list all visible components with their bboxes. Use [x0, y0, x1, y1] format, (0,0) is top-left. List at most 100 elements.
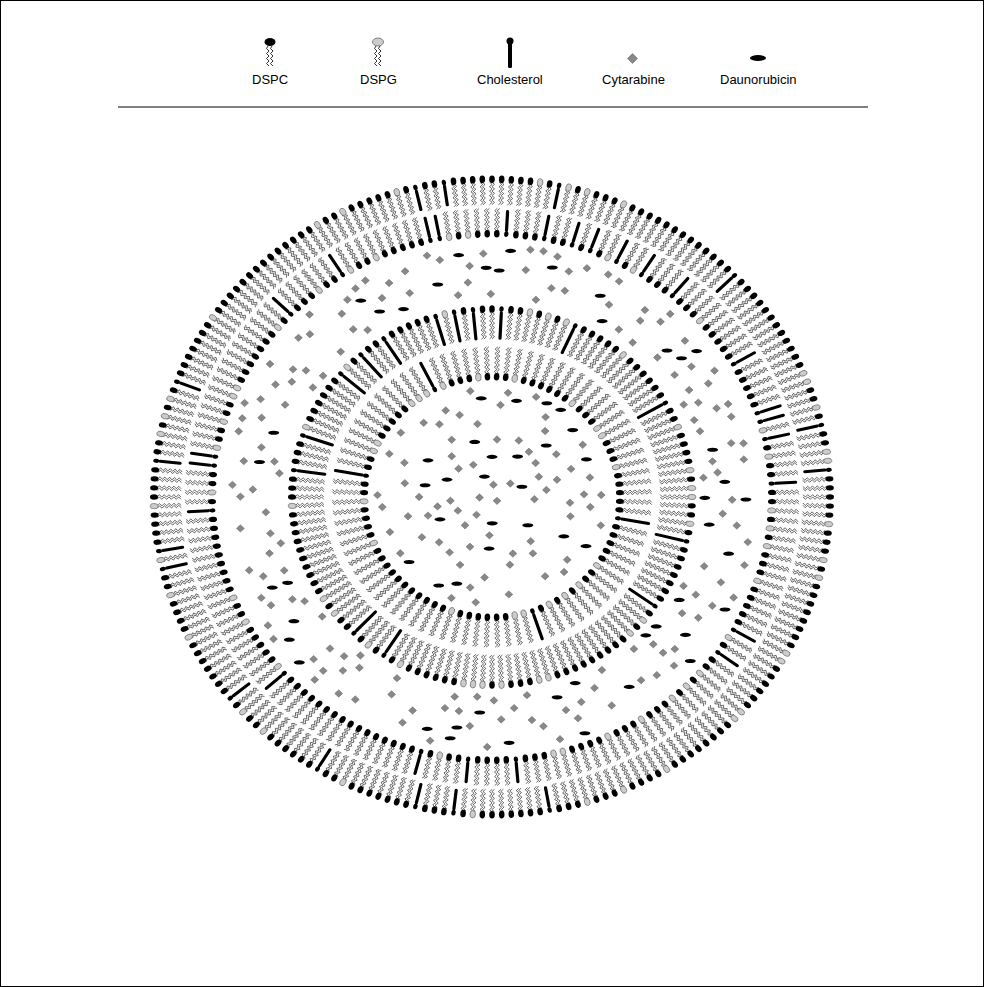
dspc-head	[508, 680, 514, 688]
dspg-head	[695, 669, 705, 678]
lipid-tail	[731, 296, 750, 311]
cytarabine	[288, 596, 296, 603]
lipid-tail	[456, 210, 461, 232]
dspc-head	[761, 306, 771, 315]
cytarabine	[295, 334, 303, 341]
lipid-tail	[453, 761, 458, 783]
lipid-tail	[222, 670, 242, 684]
dspg-head	[407, 399, 416, 408]
cytarabine	[657, 318, 665, 325]
cholesterol	[364, 358, 382, 377]
lipid-tail	[725, 289, 743, 304]
dspc-head	[214, 436, 223, 443]
lipid-tail	[561, 755, 569, 777]
lipid-head	[730, 361, 737, 367]
lipid-tail	[312, 421, 338, 434]
dspc-head	[484, 756, 490, 764]
dspg-head	[314, 285, 323, 294]
dspg-head	[758, 427, 767, 434]
cytarabine	[685, 386, 693, 393]
lipid-tail	[480, 182, 483, 205]
dspc-head	[212, 543, 221, 550]
lipid-tail	[350, 428, 376, 441]
dspc-head	[588, 655, 597, 664]
dspc-head	[441, 807, 448, 815]
lipid-tail	[214, 320, 234, 333]
dspc-head	[645, 275, 654, 284]
lipid-tail	[744, 616, 766, 627]
cytarabine	[671, 645, 679, 652]
dspc-head	[377, 554, 387, 562]
lipid-tail	[271, 261, 287, 278]
daunorubicin	[451, 725, 462, 729]
cytarabine	[687, 363, 695, 370]
cytarabine	[258, 414, 266, 421]
dspc-head	[289, 476, 297, 482]
lipid-tail	[614, 440, 641, 452]
lipid-tail	[191, 357, 213, 368]
dspg-head	[369, 539, 379, 547]
lipid-tail	[766, 348, 787, 360]
dspc-head	[489, 811, 495, 819]
dspc-head	[644, 376, 654, 385]
dspc-head	[356, 785, 364, 794]
lipid-tail	[648, 428, 675, 439]
lipid-tail	[354, 764, 365, 785]
lipid-tail	[186, 367, 208, 378]
cytarabine	[406, 289, 414, 296]
dspc-head	[614, 472, 623, 479]
lipid-tail	[771, 443, 795, 449]
dspc-head	[746, 594, 756, 602]
dspc-head	[688, 310, 698, 319]
cytarabine	[409, 707, 417, 714]
lipid-tail	[337, 757, 349, 777]
dspc-head	[330, 211, 339, 220]
lipid-tail	[568, 638, 582, 662]
lipid-tail	[574, 593, 593, 614]
cytarabine	[690, 416, 698, 423]
dspc-head	[606, 539, 616, 547]
dspc-head	[621, 724, 630, 733]
lipid-tail	[759, 582, 782, 591]
cytarabine	[257, 395, 265, 402]
dspc-head	[209, 472, 217, 478]
cytarabine	[637, 676, 645, 683]
lipid-tail	[199, 343, 220, 355]
lipid-tail	[337, 525, 365, 533]
lipid-tail	[707, 670, 725, 685]
dspc-head	[484, 373, 490, 381]
lipid-tail	[659, 477, 688, 482]
dspc-head	[654, 769, 663, 778]
lipid-tail	[368, 403, 391, 420]
dspc-head	[414, 318, 422, 327]
lipid-head	[337, 370, 344, 377]
dspc-head	[503, 756, 509, 764]
lipid-tail	[181, 604, 203, 614]
dspc-head	[673, 563, 683, 571]
lipid-tail	[317, 716, 331, 735]
lipid-tail	[210, 326, 230, 339]
lipid-tail	[537, 319, 547, 345]
cytarabine	[240, 457, 248, 464]
lipid-tail	[417, 326, 429, 351]
daunorubicin	[740, 497, 751, 501]
lipid-tail	[563, 781, 570, 803]
lipid-tail	[762, 574, 785, 582]
lipid-tail	[385, 385, 405, 405]
cytarabine	[714, 469, 722, 476]
cytarabine	[319, 667, 327, 674]
lipid-tail	[727, 336, 747, 349]
dspg-head	[288, 503, 296, 509]
daunorubicin	[680, 633, 691, 637]
dspc-head	[494, 756, 500, 764]
dspc-head	[193, 337, 203, 345]
lipid-tail	[510, 789, 514, 811]
lipid-tail	[333, 508, 362, 513]
lipid-tail	[660, 497, 689, 499]
dspc-head	[362, 515, 371, 522]
daunorubicin	[570, 681, 581, 685]
lipid-tail	[310, 743, 324, 762]
dspc-head	[460, 307, 467, 315]
lipid-tail	[197, 571, 220, 579]
lipid-head	[156, 549, 163, 554]
